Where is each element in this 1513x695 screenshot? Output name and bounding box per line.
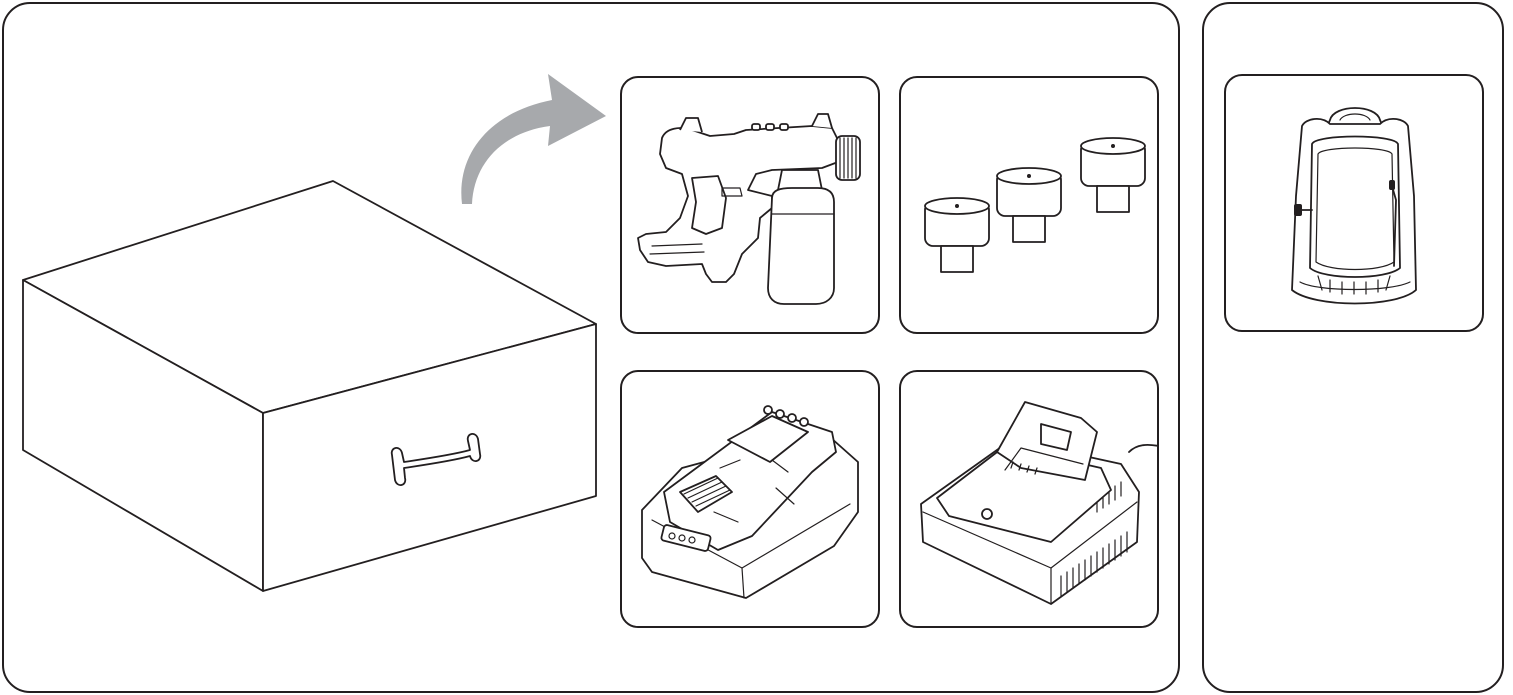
charger-card bbox=[899, 370, 1159, 628]
accessory-panel bbox=[1202, 2, 1504, 693]
main-contents-panel bbox=[2, 2, 1180, 693]
battery-pack-icon bbox=[622, 372, 878, 626]
backpack-card bbox=[1224, 74, 1484, 332]
curved-arrow-icon bbox=[461, 74, 606, 204]
nozzles-icon bbox=[901, 78, 1157, 332]
sprayer-gun-icon bbox=[622, 78, 878, 332]
charger-icon bbox=[901, 372, 1157, 626]
battery-card bbox=[620, 370, 880, 628]
nozzles-card bbox=[899, 76, 1159, 334]
shipping-box-icon bbox=[23, 181, 596, 591]
backpack-icon bbox=[1226, 76, 1482, 330]
sprayer-card bbox=[620, 76, 880, 334]
